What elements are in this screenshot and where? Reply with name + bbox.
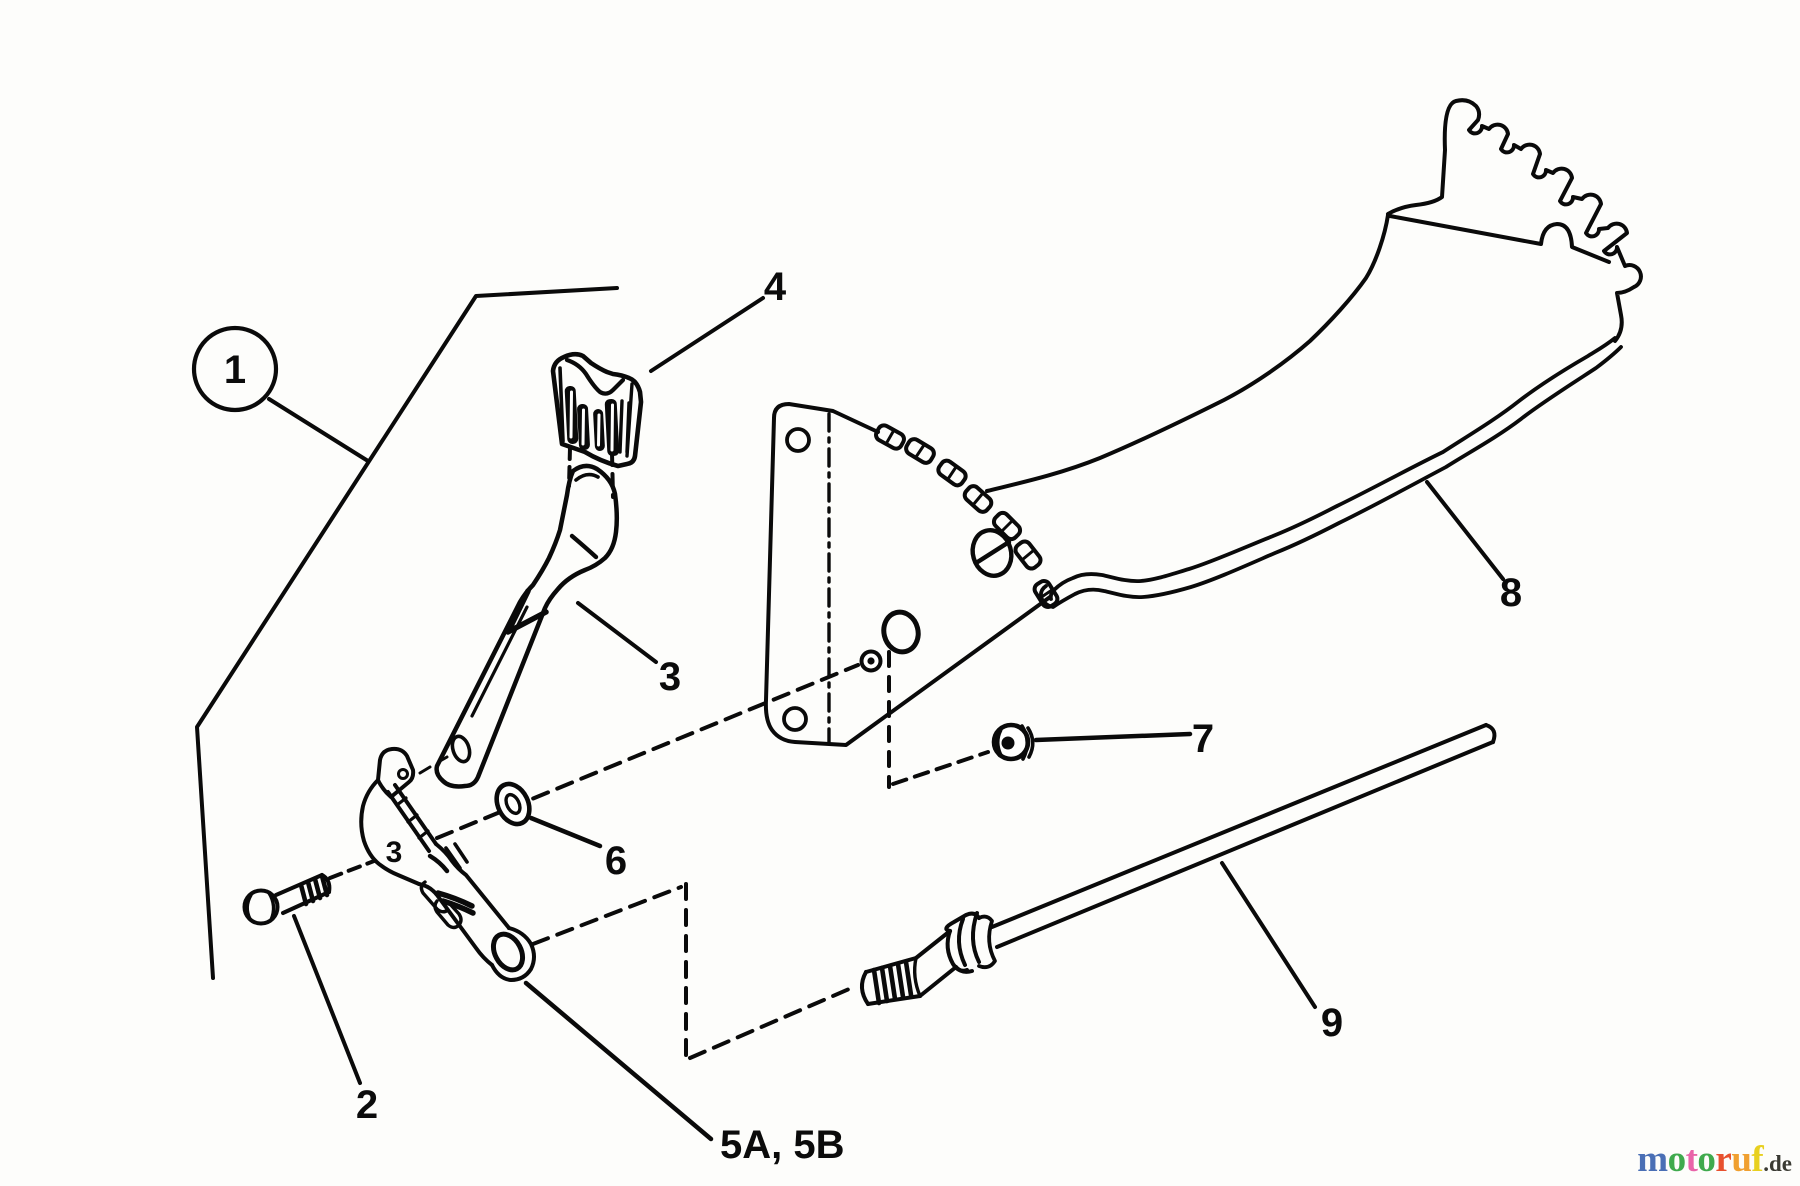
svg-text:4: 4 (764, 265, 787, 309)
svg-text:5A, 5B: 5A, 5B (720, 1123, 845, 1167)
svg-text:2: 2 (356, 1083, 378, 1127)
svg-text:1: 1 (224, 348, 246, 392)
svg-text:9: 9 (1321, 1001, 1343, 1045)
svg-text:3: 3 (386, 836, 403, 869)
svg-text:6: 6 (605, 839, 627, 883)
svg-text:7: 7 (1192, 717, 1214, 761)
svg-text:3: 3 (659, 655, 681, 699)
svg-text:8: 8 (1500, 571, 1522, 615)
